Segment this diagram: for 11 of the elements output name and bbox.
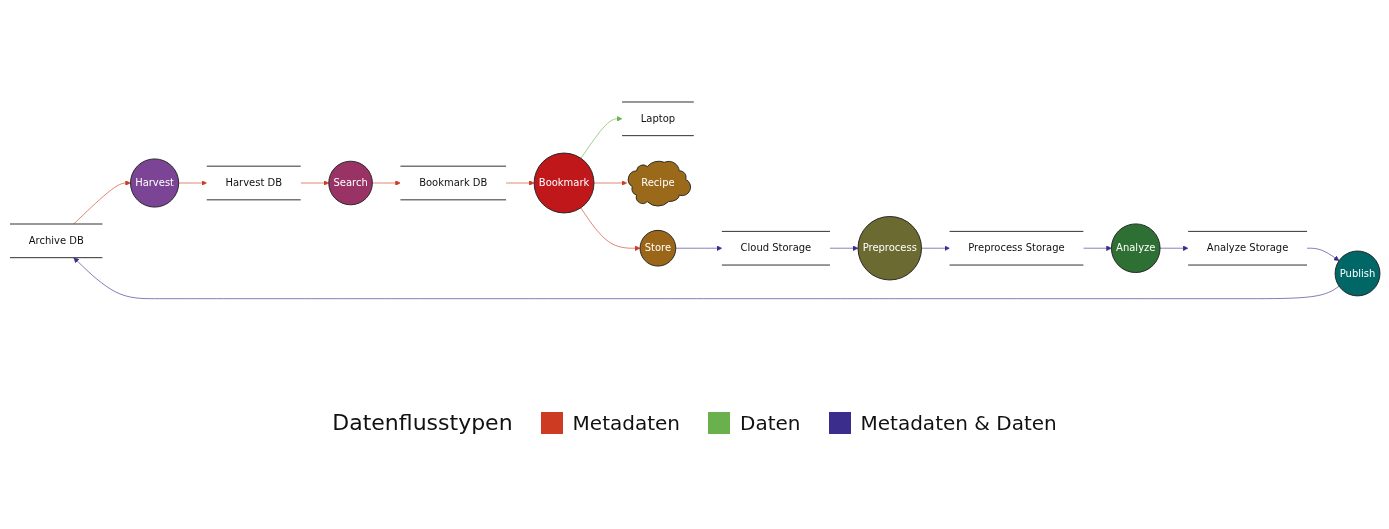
node-circle: Bookmark <box>533 152 594 214</box>
node-circle: Search <box>327 160 373 205</box>
node-circle: Analyze <box>1110 223 1161 273</box>
node-circle: Publish <box>1334 250 1380 297</box>
node-circle: Store <box>639 229 676 267</box>
node-circle: Harvest <box>129 158 179 208</box>
legend-label: Daten <box>740 410 801 435</box>
legend-title: Datenflusstypen <box>332 410 513 435</box>
node-circle: Preprocess <box>857 215 922 281</box>
legend-label: Metadaten <box>572 410 681 435</box>
legend-label: Metadaten & Daten <box>860 410 1057 435</box>
